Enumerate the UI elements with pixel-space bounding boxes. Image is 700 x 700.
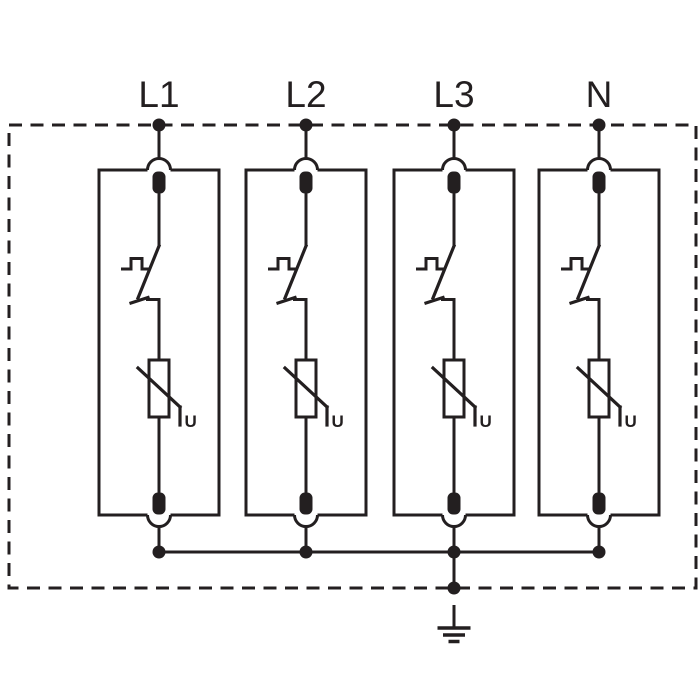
module-box <box>244 168 368 517</box>
terminal-pill-bottom <box>447 492 461 515</box>
varistor-icon: U <box>282 358 344 431</box>
bus-junction-dot <box>152 545 166 559</box>
switch-outlet <box>146 298 161 360</box>
contact-tick <box>275 295 298 306</box>
terminal-pill-top <box>447 171 461 194</box>
terminal-clamp-bottom-icon <box>441 514 467 528</box>
terminal-pill-top <box>592 171 606 194</box>
varistor-diagonal <box>135 365 183 410</box>
varistor-u-label: U <box>185 412 197 431</box>
switch-lever <box>430 243 457 301</box>
contact-tick <box>423 295 446 306</box>
varistor-icon: U <box>430 358 492 431</box>
module-box <box>537 168 661 517</box>
branch-n: N U <box>537 74 661 554</box>
terminal-clamp-top-icon <box>146 157 172 171</box>
switch-lever <box>282 243 309 301</box>
module-box <box>392 168 516 517</box>
branch-l1: L1 U <box>97 74 221 554</box>
branch-l3: L3 U <box>392 74 516 554</box>
terminal-clamp-top-icon <box>293 157 319 171</box>
terminal-pill-bottom <box>299 492 313 515</box>
bus-junction-dot <box>299 545 313 559</box>
varistor-icon: U <box>135 358 197 431</box>
module-box <box>97 168 221 517</box>
earth-ground-icon <box>437 605 471 644</box>
varistor-u-label: U <box>480 412 492 431</box>
switch-lever <box>575 243 602 301</box>
terminal-pill-top <box>152 171 166 194</box>
terminal-pill-bottom <box>592 492 606 515</box>
phase-label-n: N <box>586 74 613 115</box>
switch-outlet <box>441 298 456 360</box>
terminal-pill-top <box>299 171 313 194</box>
thermal-disconnector-icon <box>561 243 602 360</box>
dashed-enclosure-border <box>7 123 698 590</box>
terminal-clamp-bottom-icon <box>293 514 319 528</box>
bus-junction-dot <box>592 545 606 559</box>
contact-tick <box>128 295 151 306</box>
varistor-u-label: U <box>625 412 637 431</box>
varistor-icon: U <box>575 358 637 431</box>
branch-l2: L2 U <box>244 74 368 554</box>
varistor-diagonal <box>575 365 623 410</box>
terminal-pill-bottom <box>152 492 166 515</box>
switch-outlet <box>293 298 308 360</box>
switch-lever <box>135 243 162 301</box>
phase-label-l1: L1 <box>138 74 179 115</box>
terminal-clamp-bottom-icon <box>586 514 612 528</box>
thermal-disconnector-icon <box>268 243 309 360</box>
switch-outlet <box>586 298 601 360</box>
thermal-disconnector-icon <box>416 243 457 360</box>
trip-pulse <box>268 257 297 271</box>
phase-label-l3: L3 <box>433 74 474 115</box>
varistor-u-label: U <box>332 412 344 431</box>
thermal-disconnector-icon <box>121 243 162 360</box>
trip-pulse <box>416 257 445 271</box>
contact-tick <box>568 295 591 306</box>
trip-pulse <box>561 257 590 271</box>
trip-pulse <box>121 257 150 271</box>
terminal-clamp-top-icon <box>441 157 467 171</box>
equipotential-bus <box>152 545 606 595</box>
pe-junction-dot <box>447 581 461 595</box>
terminal-clamp-top-icon <box>586 157 612 171</box>
varistor-diagonal <box>430 365 478 410</box>
phase-label-l2: L2 <box>285 74 326 115</box>
varistor-diagonal <box>282 365 330 410</box>
terminal-clamp-bottom-icon <box>146 514 172 528</box>
